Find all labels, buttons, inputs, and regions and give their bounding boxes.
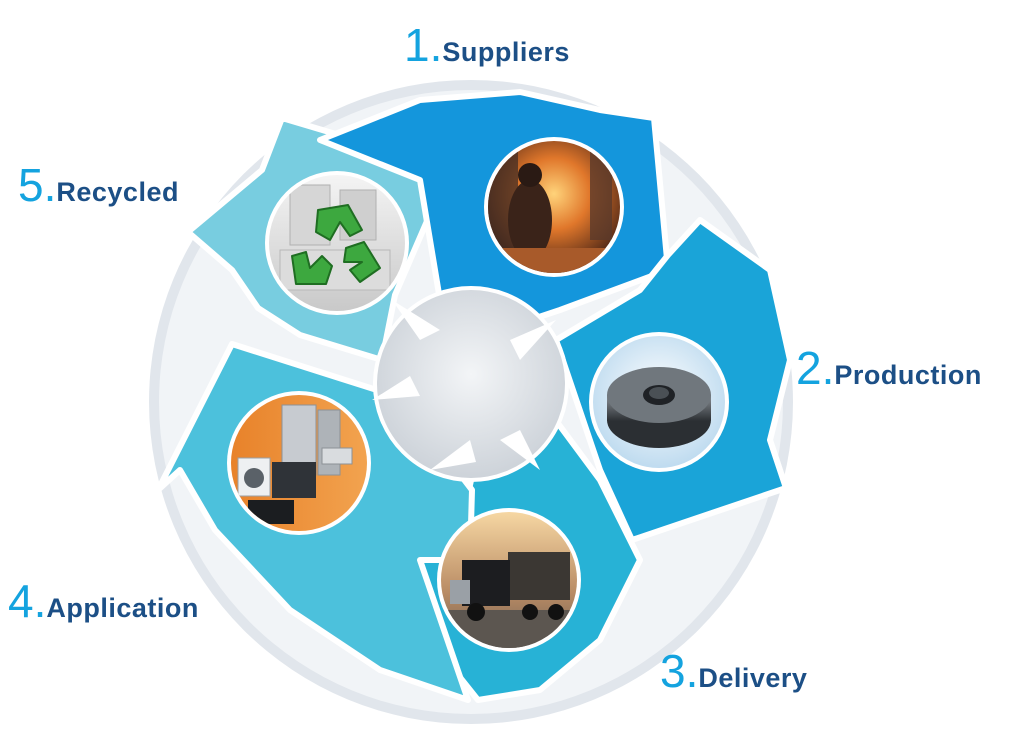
step-number: 1. — [404, 19, 443, 71]
appliances-photo — [227, 391, 371, 535]
step-number: 5. — [18, 159, 57, 211]
step-title: Delivery — [698, 663, 808, 693]
truck-photo — [437, 508, 581, 652]
step-title: Suppliers — [442, 37, 570, 67]
step-label-delivery: 3.Delivery — [660, 648, 807, 694]
step-label-production: 2.Production — [796, 345, 982, 391]
step-label-recycled: 5.Recycled — [18, 162, 179, 208]
foundry-worker-photo — [484, 137, 624, 277]
step-title: Production — [834, 360, 982, 390]
step-title: Recycled — [56, 177, 179, 207]
step-number: 4. — [8, 575, 47, 627]
recycle-symbol — [265, 171, 409, 315]
metal-nut-photo — [589, 332, 729, 472]
step-label-suppliers: 1.Suppliers — [404, 22, 570, 68]
step-label-application: 4.Application — [8, 578, 199, 624]
step-number: 3. — [660, 645, 699, 697]
step-title: Application — [46, 593, 199, 623]
step-number: 2. — [796, 342, 835, 394]
